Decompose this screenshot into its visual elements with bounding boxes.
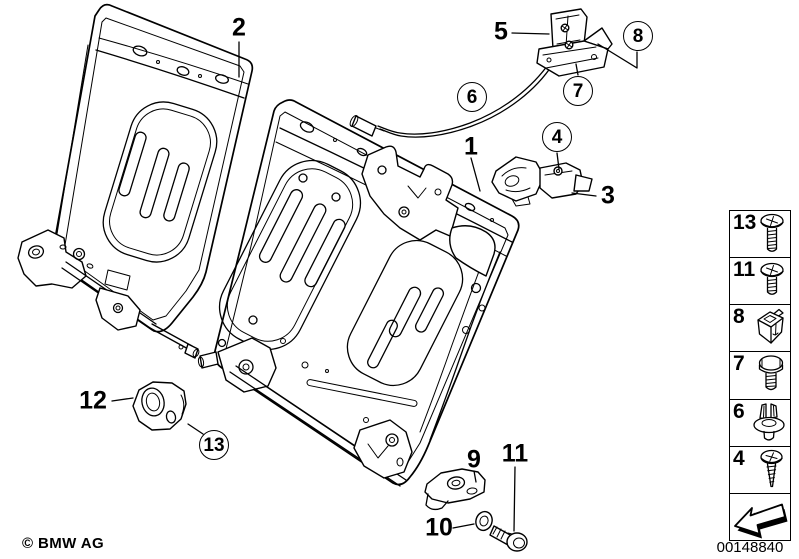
release-cable xyxy=(377,61,554,138)
callout-12[interactable]: 12 xyxy=(79,386,107,415)
eyelet-bracket xyxy=(132,381,187,431)
washer xyxy=(475,510,493,532)
expansion-rivet-icon xyxy=(753,402,785,441)
lock-unit xyxy=(536,8,613,77)
callout-13[interactable]: 13 xyxy=(199,430,229,460)
callout-5[interactable]: 5 xyxy=(494,17,508,46)
callout-10[interactable]: 10 xyxy=(425,513,453,542)
support-bracket xyxy=(424,468,486,511)
callout-7[interactable]: 7 xyxy=(563,76,593,106)
callout-1[interactable]: 1 xyxy=(464,132,478,161)
hex-bolt-icon xyxy=(758,355,784,391)
bolt xyxy=(489,525,528,552)
callout-6[interactable]: 6 xyxy=(457,82,487,112)
sidebar-item-6[interactable]: 6 xyxy=(730,400,790,447)
callout-3[interactable]: 3 xyxy=(601,181,615,210)
callout-9[interactable]: 9 xyxy=(467,445,481,474)
fastener-sidebar: 13 11 xyxy=(729,210,791,541)
cage-nut-clip-icon xyxy=(757,309,784,344)
catch-assembly xyxy=(491,156,593,207)
callout-8[interactable]: 8 xyxy=(623,21,653,51)
arrow-back-icon xyxy=(734,503,788,539)
sidebar-item-13[interactable]: 13 xyxy=(730,211,790,259)
sidebar-item-11[interactable]: 11 xyxy=(730,258,790,306)
sidebar-item-8[interactable]: 8 xyxy=(730,305,790,353)
leader-lines xyxy=(111,32,638,532)
lock-screws xyxy=(560,23,574,50)
self-tapping-screw-icon xyxy=(760,449,783,487)
callout-11[interactable]: 11 xyxy=(501,439,529,468)
pan-head-screw-short-icon xyxy=(760,263,784,296)
document-number: 00148840 xyxy=(716,539,784,556)
sidebar-nav-cell[interactable] xyxy=(730,494,790,540)
sidebar-item-7[interactable]: 7 xyxy=(730,352,790,400)
seat-frame-left xyxy=(17,3,254,359)
pan-head-screw-icon xyxy=(760,213,784,252)
copyright-notice: © BMW AG xyxy=(22,535,105,552)
callout-4[interactable]: 4 xyxy=(542,122,572,152)
callout-2[interactable]: 2 xyxy=(232,13,246,42)
seat-frame-right xyxy=(197,99,520,487)
sidebar-item-4[interactable]: 4 xyxy=(730,447,790,494)
